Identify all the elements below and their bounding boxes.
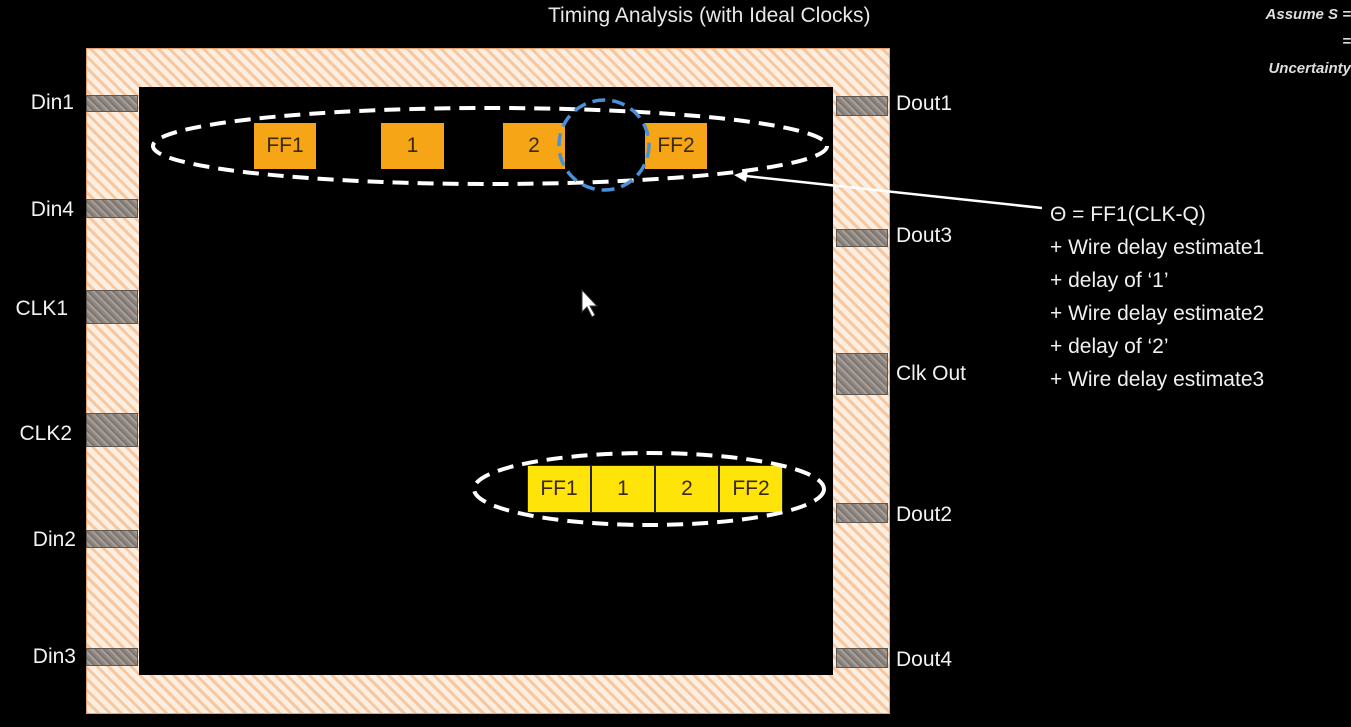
pad-din3 xyxy=(86,648,138,666)
equation-line-4: + Wire delay estimate2 xyxy=(1050,302,1265,325)
top-gate-2: 2 xyxy=(503,123,565,169)
equation-line-5: + delay of ‘2’ xyxy=(1050,335,1169,358)
bottom-path-ellipse xyxy=(472,451,826,527)
pad-dout3 xyxy=(836,229,888,247)
label-clk1: CLK1 xyxy=(15,297,68,320)
equation-line-6: + Wire delay estimate3 xyxy=(1050,368,1265,391)
label-clk-out: Clk Out xyxy=(896,362,967,385)
pad-dout1 xyxy=(836,96,888,116)
equation-line-1: Θ = FF1(CLK-Q) xyxy=(1050,203,1206,226)
diagram-title: Timing Analysis (with Ideal Clocks) xyxy=(548,4,871,27)
corner-note-3: Uncertainty xyxy=(1268,60,1351,77)
pad-dout2 xyxy=(836,503,888,523)
label-dout2: Dout2 xyxy=(896,503,953,526)
chip-core xyxy=(139,87,833,675)
label-dout4: Dout4 xyxy=(896,648,953,671)
bottom-gate-1: 1 xyxy=(591,465,655,513)
equation-line-3: + delay of ‘1’ xyxy=(1050,269,1169,292)
label-din4: Din4 xyxy=(30,198,74,221)
pad-din1 xyxy=(86,95,138,112)
pad-clk1 xyxy=(86,290,138,324)
pad-din4 xyxy=(86,199,138,218)
top-path-ellipse xyxy=(151,106,829,186)
top-ff1: FF1 xyxy=(254,123,316,169)
cursor-icon xyxy=(581,288,599,318)
corner-note-2: = xyxy=(1342,33,1351,50)
top-gate-1: 1 xyxy=(381,123,444,169)
label-dout3: Dout3 xyxy=(896,224,953,247)
top-ff2: FF2 xyxy=(645,123,707,169)
equation-line-2: + Wire delay estimate1 xyxy=(1050,236,1265,259)
label-din3: Din3 xyxy=(32,645,76,668)
pad-clk-out xyxy=(836,353,888,395)
wire-highlight-circle xyxy=(557,98,651,192)
pad-dout4 xyxy=(836,648,888,668)
label-clk2: CLK2 xyxy=(19,422,72,445)
pad-clk2 xyxy=(86,413,138,447)
bottom-ff1: FF1 xyxy=(527,465,591,513)
callout-arrowhead xyxy=(734,170,748,182)
callout-line xyxy=(745,174,1043,210)
bottom-ff2: FF2 xyxy=(719,465,783,513)
bottom-gate-2: 2 xyxy=(655,465,719,513)
label-dout1: Dout1 xyxy=(896,92,953,115)
label-din2: Din2 xyxy=(32,528,76,551)
label-din1: Din1 xyxy=(30,91,74,114)
pad-din2 xyxy=(86,530,138,548)
corner-note-1: Assume S = xyxy=(1265,6,1351,23)
